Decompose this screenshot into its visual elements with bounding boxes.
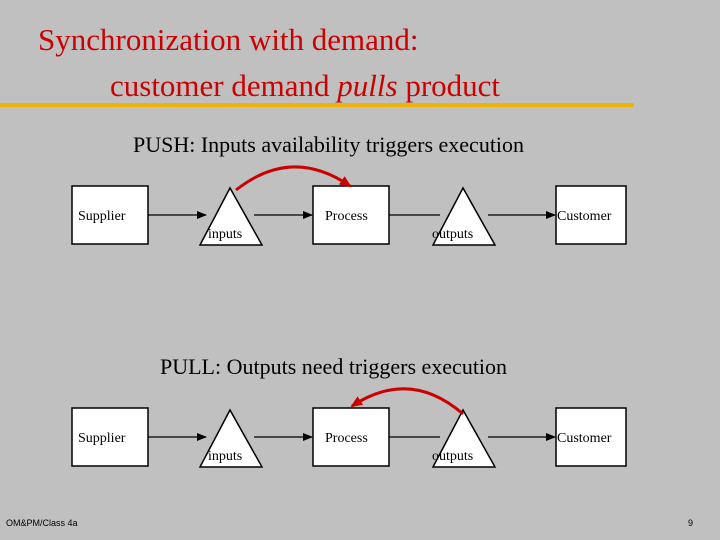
- push-trigger-arrow: [235, 165, 352, 192]
- pull-supplier-box: [71, 407, 149, 467]
- push-flow: Supplier inputs Process outputs Customer: [71, 165, 627, 246]
- push-outputs-label: outputs: [432, 227, 473, 242]
- pull-inputs-label: inputs: [208, 449, 242, 464]
- title-line-2-suffix: product: [397, 68, 501, 103]
- pull-flow: Supplier inputs Process outputs Customer: [71, 387, 627, 468]
- push-inputs-label: inputs: [208, 227, 242, 242]
- pull-outputs-label: outputs: [432, 449, 473, 464]
- pull-outputs-triangle: [431, 408, 497, 468]
- push-caption: PUSH: Inputs availability triggers execu…: [133, 132, 525, 157]
- title-line-2: customer demand pulls product: [110, 68, 500, 104]
- pull-customer-label: Customer: [557, 431, 612, 446]
- title-emphasis: pulls: [337, 68, 398, 103]
- push-process-label: Process: [325, 209, 368, 224]
- push-customer-label: Customer: [557, 209, 612, 224]
- page-number: 9: [688, 518, 694, 528]
- pull-inputs-triangle: [198, 408, 264, 468]
- title-underline: [0, 103, 634, 107]
- pull-trigger-arrow: [350, 387, 464, 416]
- push-supplier-label: Supplier: [78, 209, 126, 224]
- title-line-2-prefix: customer demand: [110, 68, 338, 103]
- pull-process-label: Process: [325, 431, 368, 446]
- pull-supplier-label: Supplier: [78, 431, 126, 446]
- pull-caption: PULL: Outputs need triggers execution: [160, 354, 508, 379]
- push-outputs-triangle: [431, 186, 497, 246]
- title-line-1: Synchronization with demand:: [38, 22, 419, 57]
- push-inputs-triangle: [198, 186, 264, 246]
- push-customer-box: [555, 185, 627, 245]
- pull-customer-box: [555, 407, 627, 467]
- footer-course-label: OM&PM/Class 4a: [6, 518, 78, 528]
